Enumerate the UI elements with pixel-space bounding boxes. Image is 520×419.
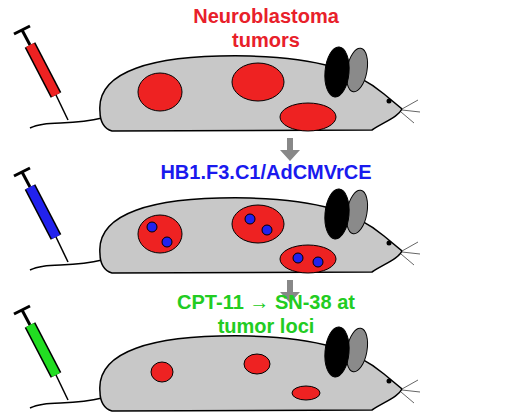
- mouse: [30, 188, 420, 273]
- step-label: CPT-11 → SN-38 at tumor loci: [177, 290, 355, 338]
- step-label: Neuroblastoma tumors: [184, 4, 349, 52]
- step-label: HB1.F3.C1/AdCMVrCE: [136, 160, 396, 184]
- tumors: [138, 205, 336, 273]
- step-arrow: [280, 138, 300, 161]
- syringe: [14, 26, 68, 120]
- mouse: [30, 46, 420, 131]
- syringe: [14, 306, 68, 400]
- syringe: [14, 168, 68, 262]
- tumors: [138, 63, 336, 131]
- mouse: [30, 326, 420, 411]
- tumors: [151, 354, 320, 400]
